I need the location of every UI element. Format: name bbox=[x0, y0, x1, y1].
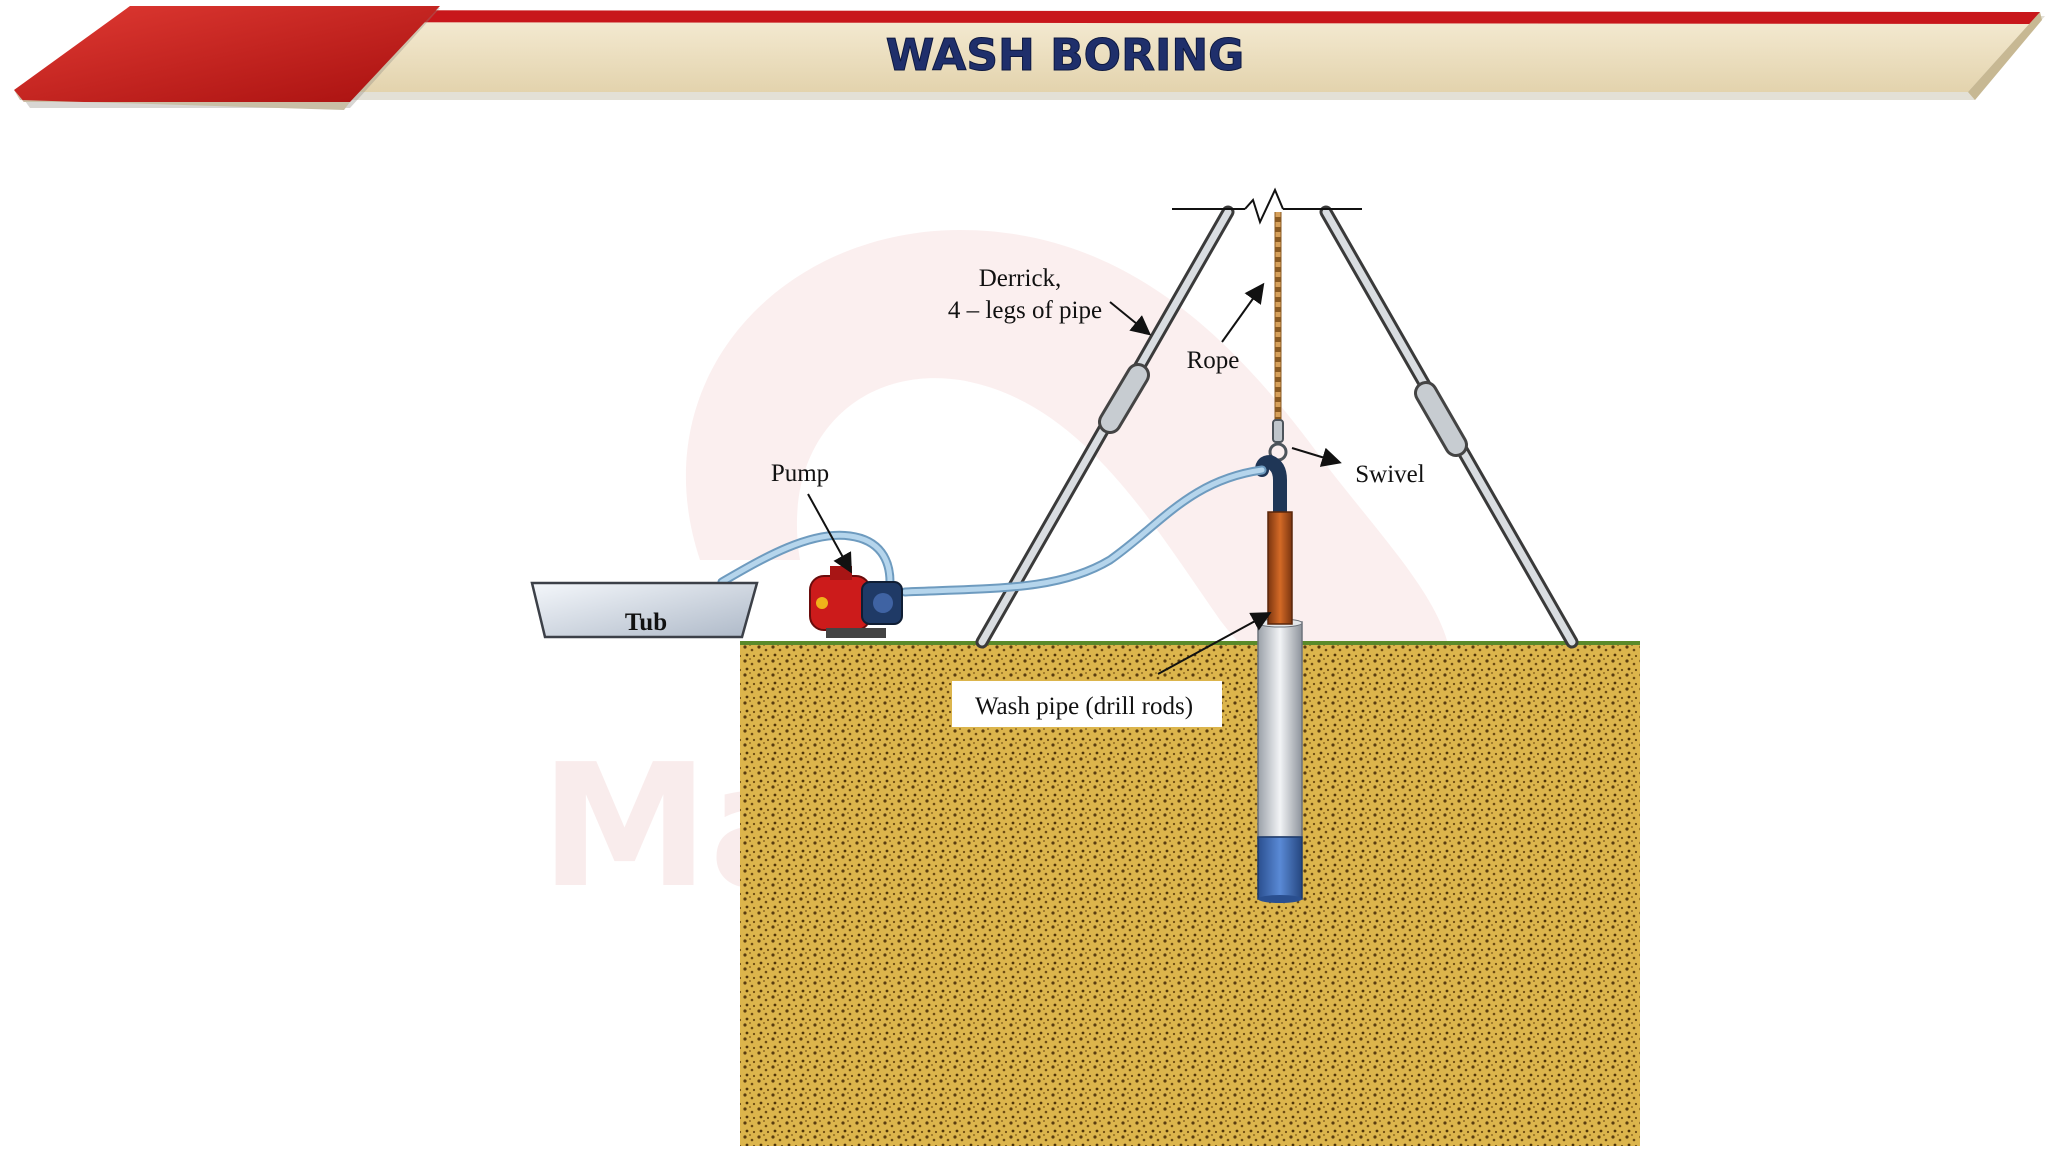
label-rope: Rope bbox=[1187, 282, 1265, 374]
water-hose bbox=[717, 465, 1267, 597]
derrick-coupling-left bbox=[1098, 363, 1150, 434]
derrick-label-line2: 4 – legs of pipe bbox=[948, 297, 1102, 324]
label-derrick: Derrick, 4 – legs of pipe bbox=[948, 265, 1152, 336]
derrick-coupling-right bbox=[1414, 381, 1468, 457]
title-banner: WASH BORING bbox=[14, 6, 2045, 110]
swivel-label: Swivel bbox=[1355, 461, 1425, 488]
drill-bit bbox=[1257, 836, 1303, 903]
pump-label: Pump bbox=[771, 460, 829, 487]
casing-pipe bbox=[1257, 618, 1303, 838]
derrick-frame bbox=[975, 187, 1579, 649]
derrick-label-line1: Derrick, bbox=[979, 265, 1062, 292]
page-title: WASH BORING bbox=[886, 30, 1245, 81]
tub: Tub bbox=[530, 581, 759, 639]
label-wash-pipe: Wash pipe (drill rods) bbox=[952, 612, 1272, 727]
rope-label: Rope bbox=[1187, 347, 1240, 374]
tub-label: Tub bbox=[625, 609, 667, 636]
wash-pipe-label: Wash pipe (drill rods) bbox=[975, 693, 1193, 720]
label-pump: Pump bbox=[771, 460, 852, 574]
pump bbox=[809, 566, 903, 638]
derrick-top-break bbox=[1172, 187, 1362, 225]
label-swivel: Swivel bbox=[1291, 447, 1425, 488]
